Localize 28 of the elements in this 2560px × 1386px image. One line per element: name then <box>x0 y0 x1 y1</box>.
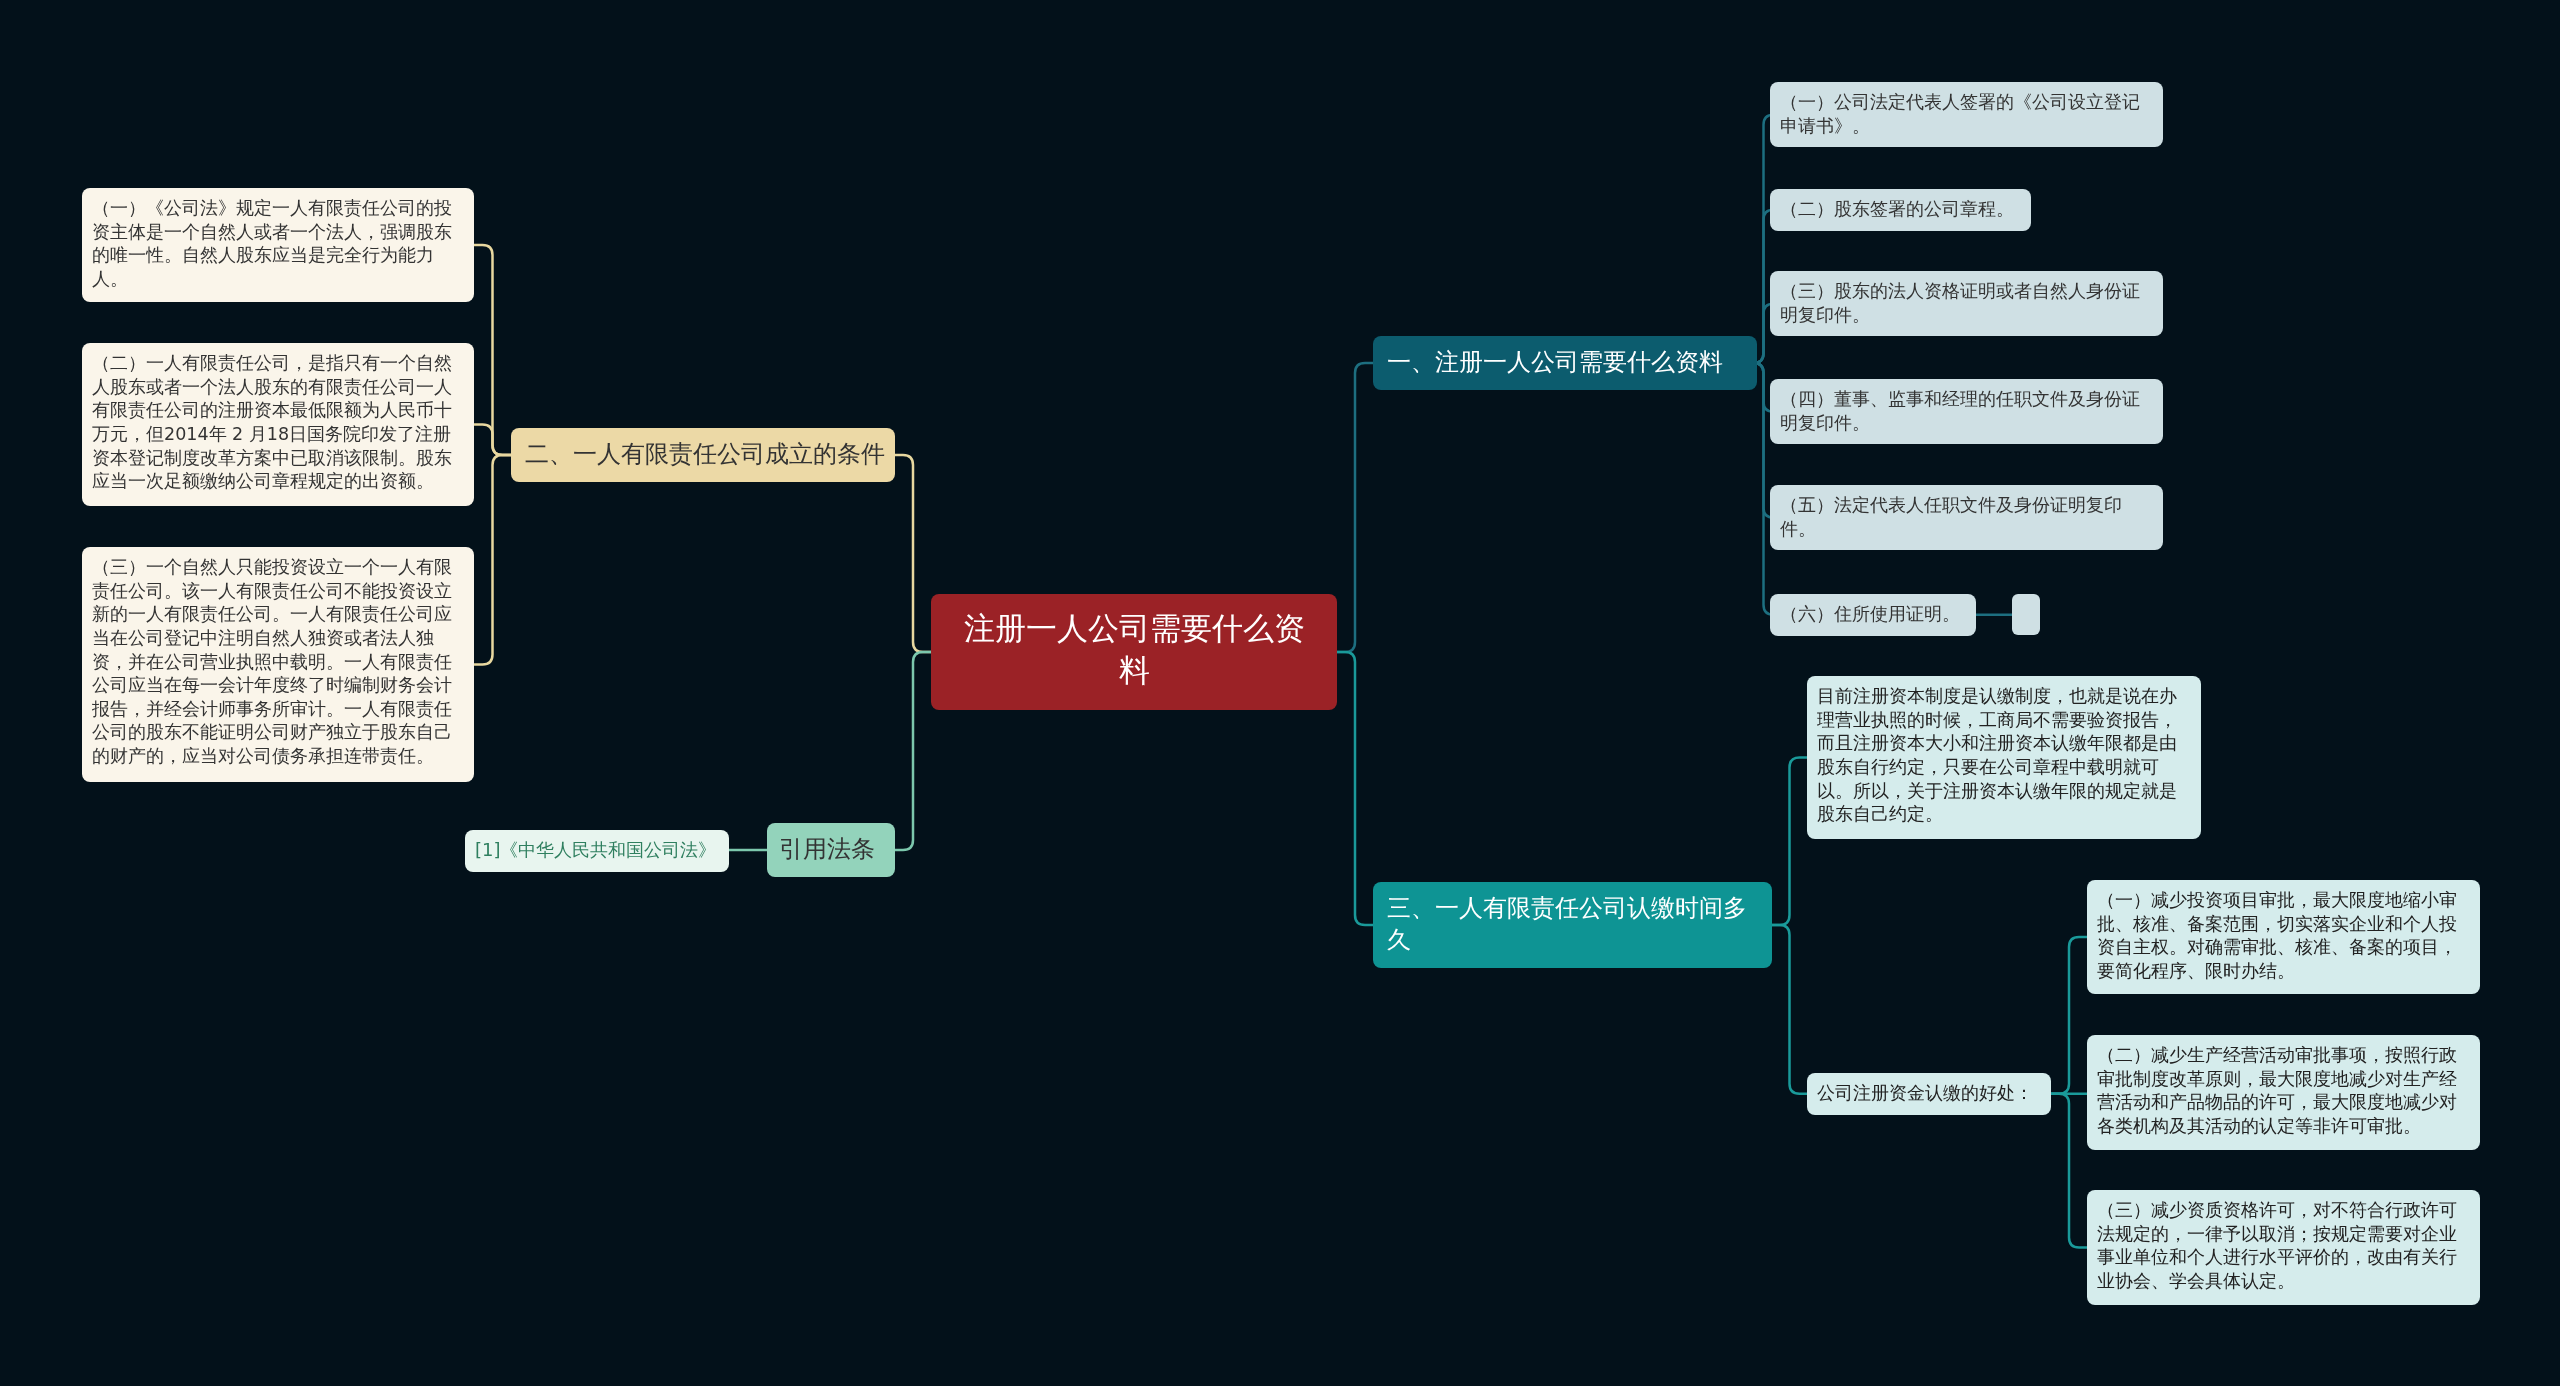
topic-box: 二、一人有限责任公司成立的条件 <box>511 428 895 482</box>
subtopic-box: （六）住所使用证明。 <box>1770 594 1976 636</box>
subtopic-box: （一）《公司法》规定一人有限责任公司的投资主体是一个自然人或者一个法人，强调股东的唯一性。自然人股东应当是完全行为能力人。 <box>82 188 474 302</box>
subtopic-box: 公司注册资金认缴的好处： <box>1807 1073 2051 1115</box>
subtopic-box: （二）股东签署的公司章程。 <box>1770 189 2031 231</box>
connector-line <box>729 848 767 852</box>
subtopic-box: （二）一人有限责任公司，是指只有一个自然人股东或者一个法人股东的有限责任公司一人有限责任公司的注册资本最低限额为人民币十万元，但2014年 2 月18日国务院印发了注册资本登记制度改革方案中已取消该限制。股东应当一次足额缴纳公司章程规定的出资额。 <box>82 343 474 506</box>
subtopic-box: （三）减少资质资格许可，对不符合行政许可法规定的，一律予以取消；按规定需要对企业事业单位和个人进行水平评价的，改由有关行业协会、学会具体认定。 <box>2087 1190 2480 1305</box>
connector-line <box>2051 1092 2087 1249</box>
reference-box: [1]《中华人民共和国公司法》 <box>465 830 729 872</box>
connector-line <box>1337 650 1373 927</box>
subtopic-box: 目前注册资本制度是认缴制度，也就是说在办理营业执照的时候，工商局不需要验资报告，而且注册资本大小和注册资本认缴年限都是由股东自行约定，只要在公司章程中载明就可以。所以，关于注册资本认缴年限的规定就是股东自己约定。 <box>1807 676 2201 839</box>
subtopic-box: （三）股东的法人资格证明或者自然人身份证明复印件。 <box>1770 271 2163 337</box>
connector-line <box>1772 923 1807 1096</box>
topic-box: 一、注册一人公司需要什么资料 <box>1373 336 1757 390</box>
subtopic-box: （三）一个自然人只能投资设立一个一人有限责任公司。该一人有限责任公司不能投资设立新的一人有限责任公司。一人有限责任公司应当在公司登记中注明自然人独资或者法人独资，并在公司营业执照中载明。一人有限责任公司应当在每一会计年度终了时编制财务会计报告，并经会计师事务所审计。一人有限责任公司的股东不能证明公司财产独立于股东自己的财产的，应当对公司债务承担连带责任。 <box>82 547 474 782</box>
central-topic-box: 注册一人公司需要什么资料 <box>931 594 1337 710</box>
connector-line <box>895 650 931 852</box>
subtopic-box: （一）公司法定代表人签署的《公司设立登记申请书》。 <box>1770 82 2163 148</box>
topic-box: 三、一人有限责任公司认缴时间多久 <box>1373 882 1772 968</box>
subtopic-box: （五）法定代表人任职文件及身份证明复印件。 <box>1770 485 2163 551</box>
topic-box: 引用法条 <box>767 823 895 877</box>
subtopic-box: （一）减少投资项目审批，最大限度地缩小审批、核准、备案范围，切实落实企业和个人投资自主权。对确需审批、核准、备案的项目，要简化程序、限时办结。 <box>2087 880 2480 994</box>
connector-line <box>1976 613 2012 617</box>
subtopic-box: （四）董事、监事和经理的任职文件及身份证明复印件。 <box>1770 379 2163 445</box>
subtopic-box: （二）减少生产经营活动审批事项，按照行政审批制度改革原则，最大限度地减少对生产经营活动和产品物品的许可，最大限度地减少对各类机构及其活动的认定等非许可审批。 <box>2087 1035 2480 1150</box>
empty-topic-box <box>2012 594 2040 635</box>
connector-line <box>474 453 511 666</box>
